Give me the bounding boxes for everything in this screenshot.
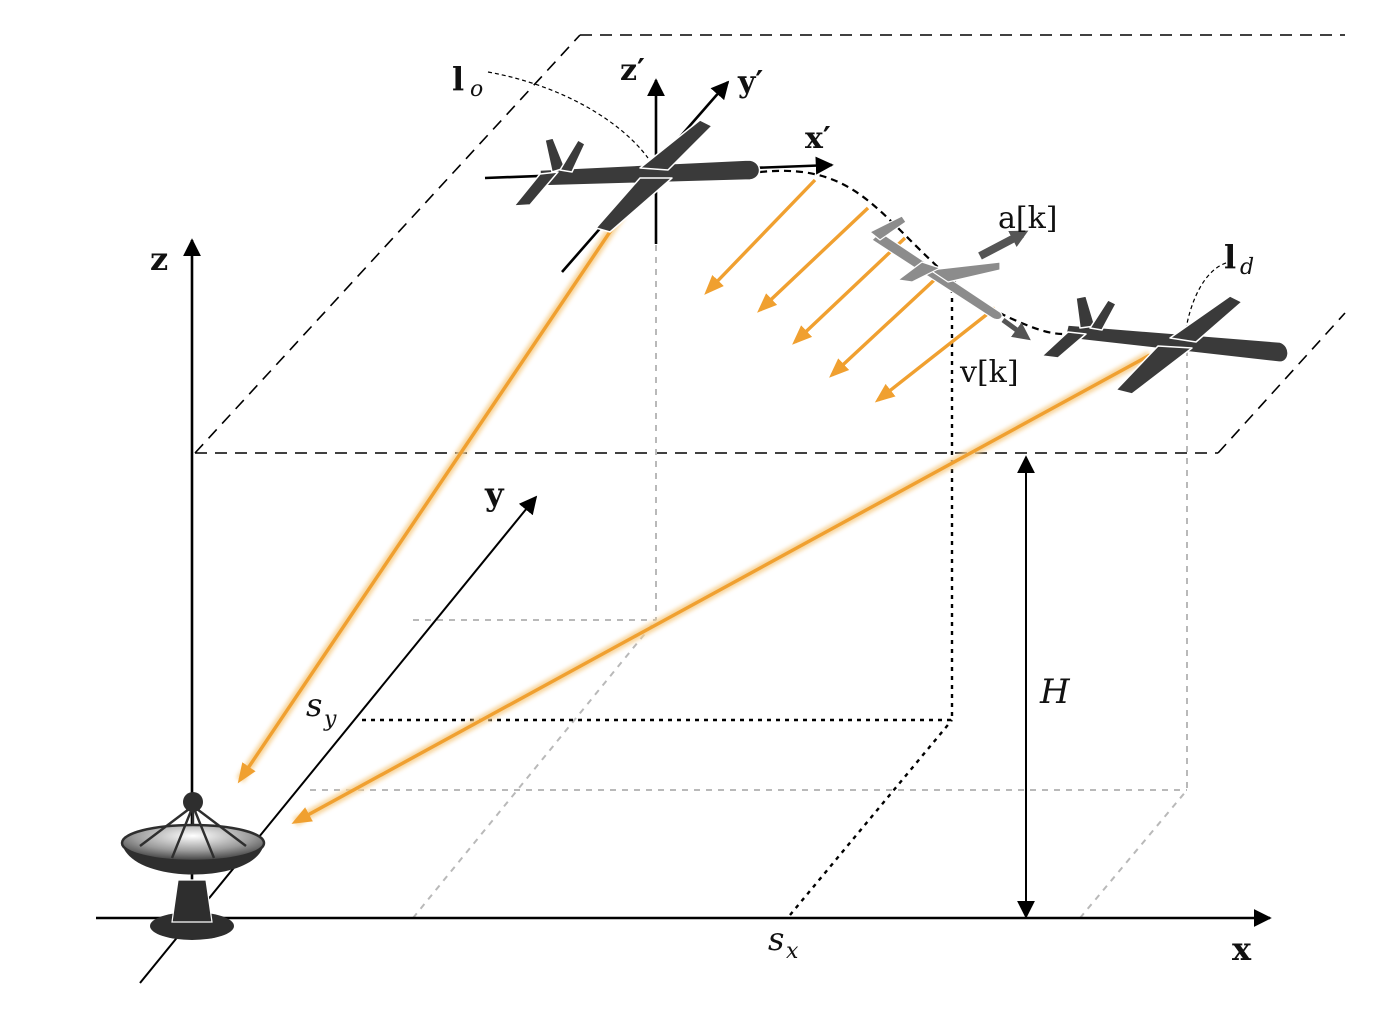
z-prime-label: z′ xyxy=(620,53,645,88)
acceleration-label: a[k] xyxy=(998,201,1057,236)
destination-label-sub: d xyxy=(1240,255,1254,280)
y-prime-label: y′ xyxy=(737,65,763,100)
dish-feed xyxy=(183,792,203,812)
guide-origin-diagonal xyxy=(412,619,657,919)
beam-path-4 xyxy=(829,268,947,378)
uav-destination xyxy=(1041,295,1289,395)
z-axis-label: z xyxy=(150,240,168,278)
sy-label: s y xyxy=(306,686,337,732)
velocity-arrow xyxy=(1001,317,1031,341)
guide-dest-diagonal xyxy=(1079,789,1188,919)
beam-destination-to-station xyxy=(291,353,1151,824)
x-prime-label: x′ xyxy=(805,121,831,156)
origin-label-base: l xyxy=(452,60,464,98)
x-axis-label: x xyxy=(1232,930,1252,968)
flight-plane-right-edge xyxy=(1217,312,1346,454)
uav-trajectory xyxy=(759,169,1081,336)
uav-destination-wing-back xyxy=(1169,295,1243,343)
current-projection xyxy=(362,280,954,916)
uav-current-wing-back xyxy=(897,261,941,283)
dish-struts xyxy=(139,805,247,859)
origin-label: l o xyxy=(452,60,483,102)
uav-current xyxy=(869,215,1003,321)
beam-path-2 xyxy=(757,206,870,313)
beam-origin-to-station xyxy=(237,213,624,784)
uav-destination-fuselage xyxy=(1064,324,1289,363)
y-axis-label: y xyxy=(484,475,505,513)
uav-current-tail xyxy=(869,215,907,241)
sx-label: s x xyxy=(768,920,799,964)
uav-current-wing-front xyxy=(929,261,1001,283)
uav-destination-stabilizer xyxy=(1041,331,1087,359)
sy-label-sub: y xyxy=(323,707,337,732)
destination-leader xyxy=(1184,262,1227,336)
sx-projection xyxy=(789,719,953,916)
uav-destination-tail-fin-2 xyxy=(1089,299,1117,331)
destination-label-base: l xyxy=(1224,238,1236,276)
uav-destination-wing-front xyxy=(1115,345,1193,395)
uav-origin-tail-fin-2 xyxy=(559,139,586,173)
uav-origin-stabilizer xyxy=(513,171,559,207)
uav-origin xyxy=(513,119,761,233)
sy-label-base: s xyxy=(306,686,322,724)
beam-path-1 xyxy=(704,178,817,295)
uav-origin-fuselage xyxy=(539,159,761,187)
origin-label-sub: o xyxy=(470,77,483,102)
uav-current-fuselage xyxy=(871,231,1003,321)
beams xyxy=(237,178,1151,824)
uav-origin-wing-front xyxy=(595,177,673,233)
beam-path-5 xyxy=(874,306,997,403)
flight-plane-left-edge xyxy=(194,34,581,454)
flight-plane xyxy=(194,34,1346,454)
uav-destination-tail-fin xyxy=(1075,295,1096,329)
height-label: H xyxy=(1039,672,1071,712)
dish-pedestal xyxy=(171,879,213,923)
acceleration-arrow xyxy=(978,230,1029,260)
uav-origin-wing-back xyxy=(639,119,713,171)
beam-path-3 xyxy=(792,236,907,345)
projection-guides xyxy=(310,245,1188,919)
satellite-dish-icon xyxy=(120,792,266,940)
beam-glow xyxy=(236,211,1153,826)
velocity-label: v[k] xyxy=(959,355,1019,390)
dish-base xyxy=(150,912,234,940)
sx-label-base: s xyxy=(768,920,784,958)
destination-label: l d xyxy=(1224,238,1254,280)
sx-label-sub: x xyxy=(786,939,799,964)
